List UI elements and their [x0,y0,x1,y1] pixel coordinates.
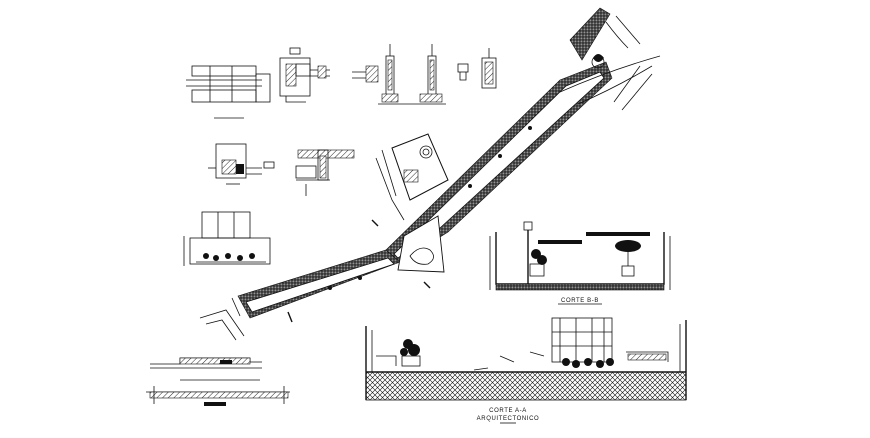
central-plaza [391,133,449,201]
tree-b-right [615,240,641,277]
section-b-b: CORTE B-B [489,221,671,305]
planter-shrubs [203,253,255,261]
detail-7-planter-elevation [183,211,271,266]
site-plan [199,7,661,341]
section-a-subtitle: ARQUITECTONICO [477,416,540,422]
detail-1-elevation [186,65,271,119]
ground-fill [365,371,687,401]
shrub-b-left [529,249,547,277]
detail-3-wall-section [352,44,446,105]
profile-section-1 [150,357,262,369]
detail-2-plan [279,47,330,103]
detail-4-fixture [457,48,497,89]
detail-6-section [295,149,355,196]
section-a-a: CORTE A-A ARQUITECTONICO [365,317,687,424]
detail-5-plan [208,143,275,185]
planter-island [397,215,445,273]
shrubs-a-row [562,358,614,368]
pergola [551,317,613,363]
profile-section-2 [146,379,290,406]
section-b-title: CORTE B-B [561,298,599,304]
street-top [569,7,611,61]
section-a-title: CORTE A-A [489,408,527,414]
shrub-a-left [400,339,421,367]
